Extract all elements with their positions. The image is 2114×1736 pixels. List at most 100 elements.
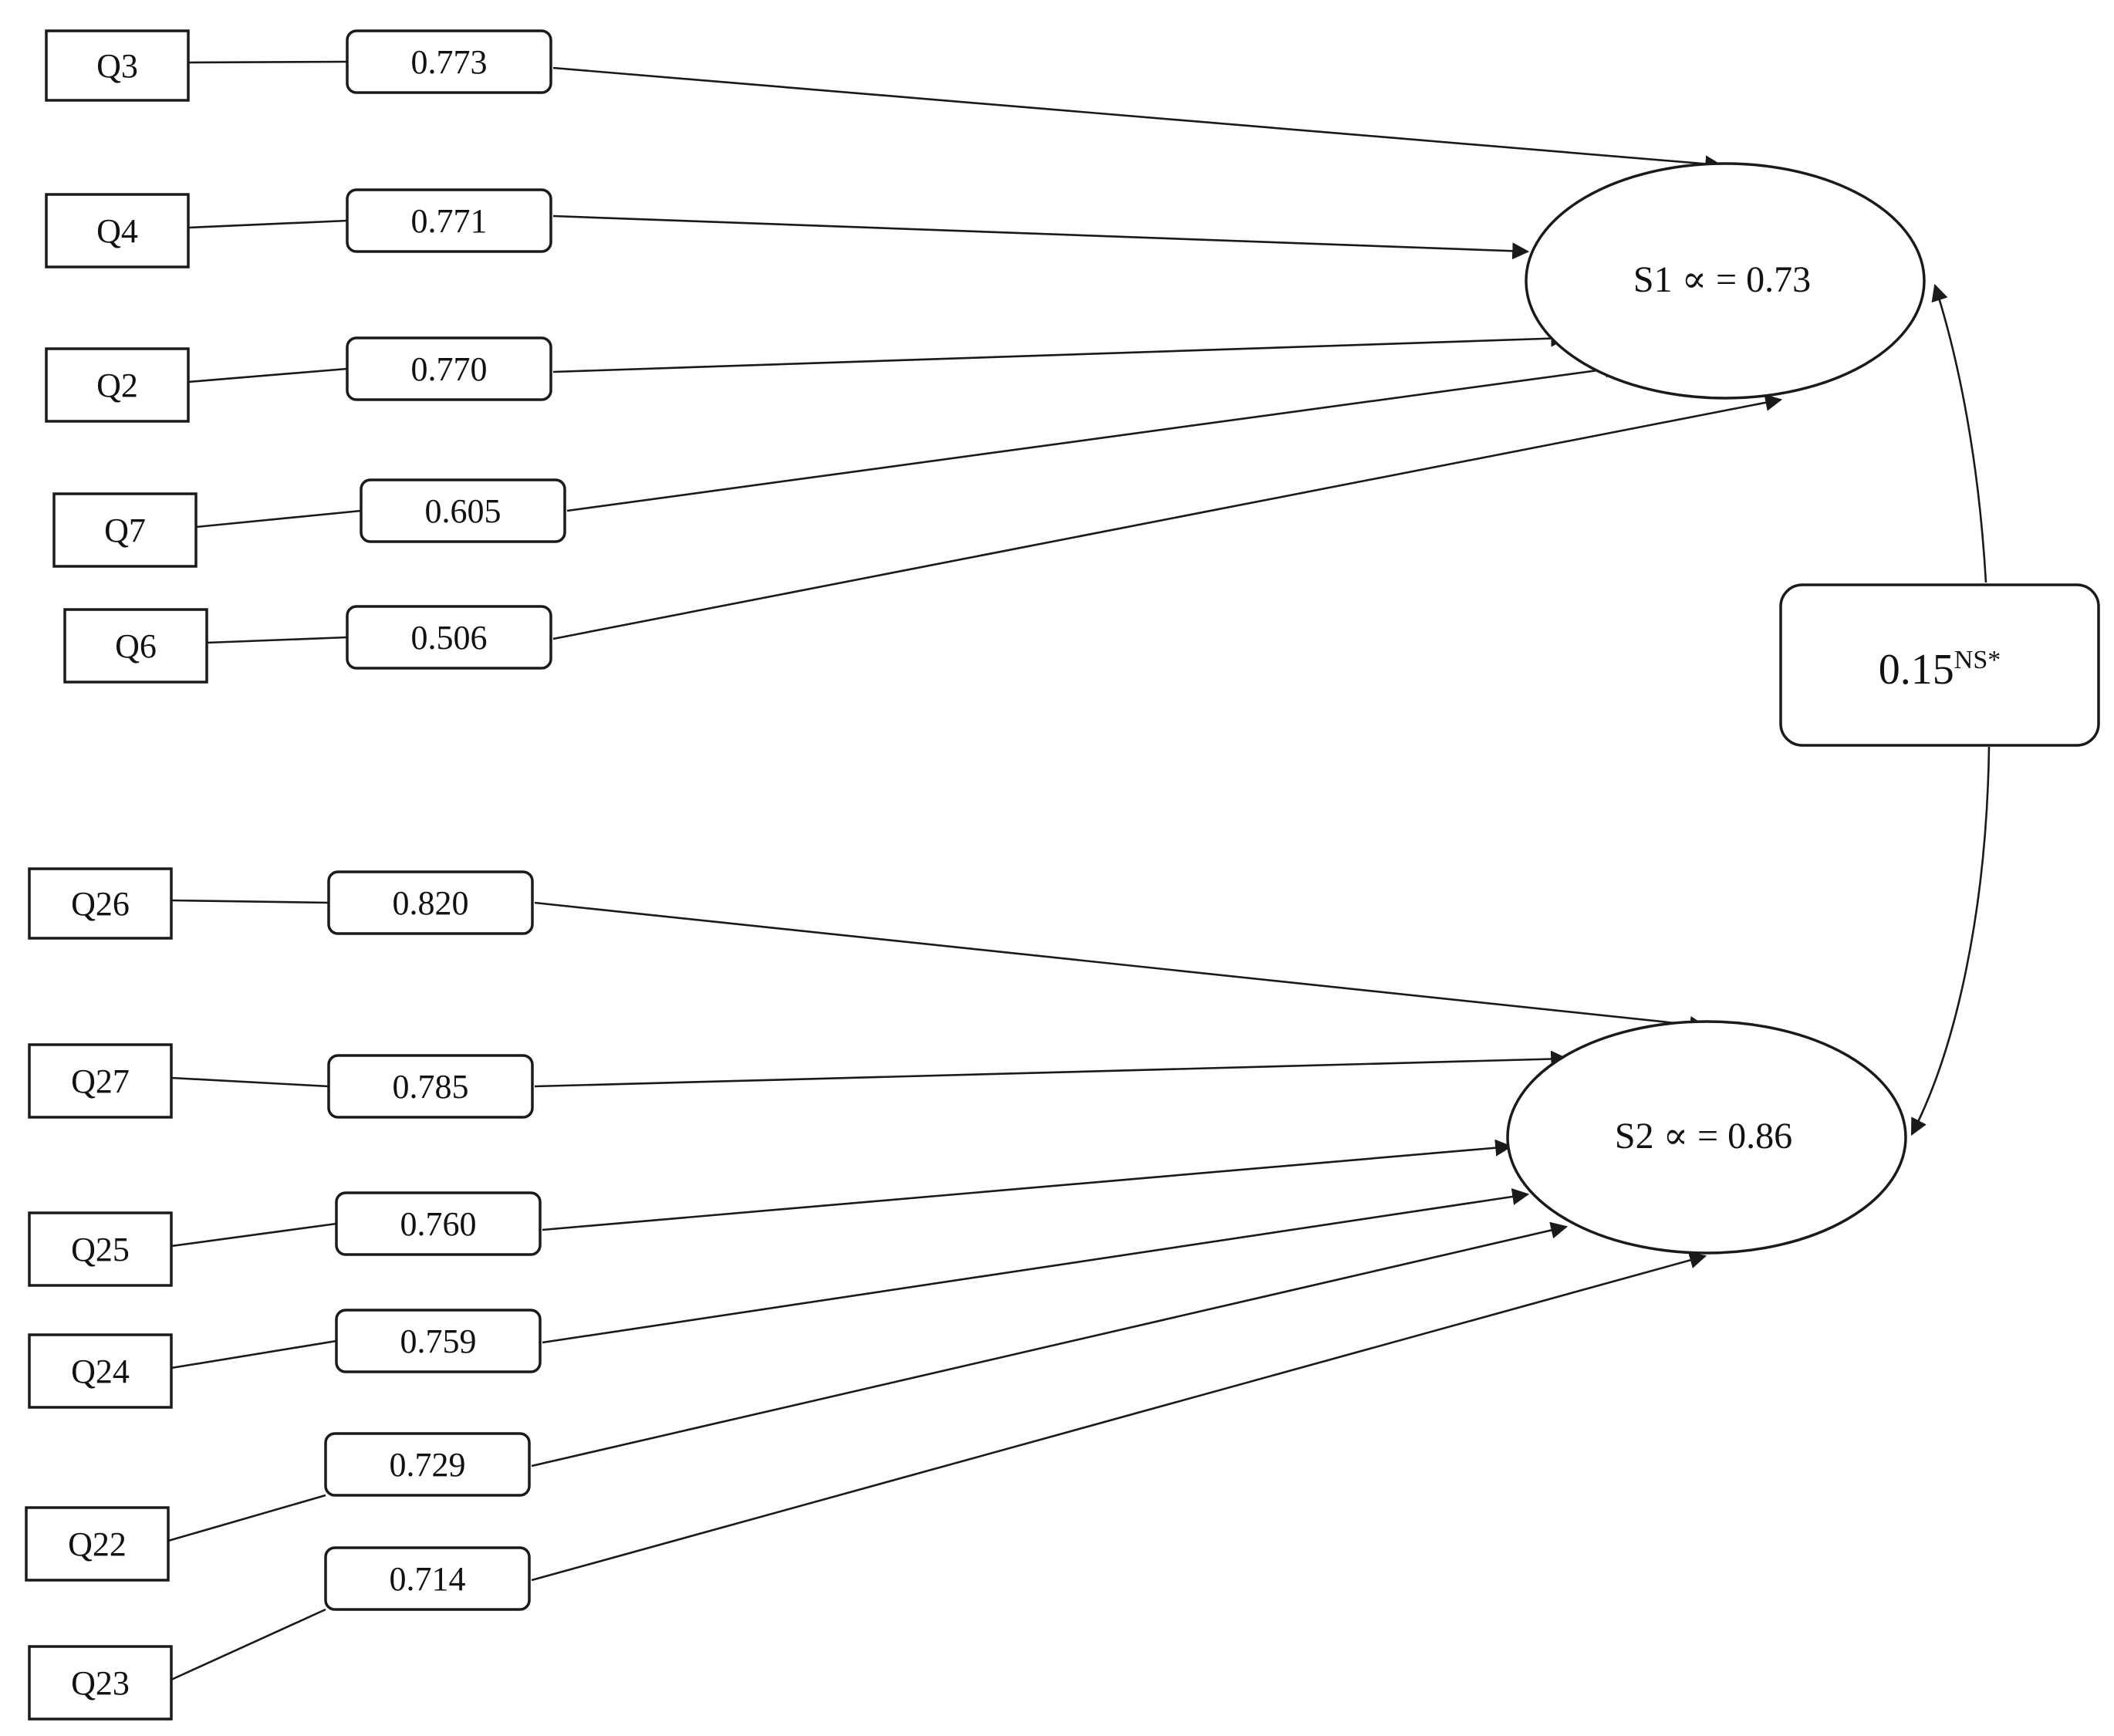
loading-arrow-q22 [531, 1221, 1569, 1467]
loading-value: 0.605 [425, 492, 501, 530]
correlation-value: 0.15 [1879, 646, 1954, 694]
item-box [28, 1645, 173, 1721]
item-connector-q22 [167, 1494, 326, 1542]
loading-q6: 0.506 [346, 605, 552, 670]
item-box [45, 347, 190, 423]
loading-value: 0.506 [411, 619, 488, 657]
loading-box [346, 605, 552, 670]
item-connector-q6 [206, 636, 348, 644]
loading-value: 0.785 [393, 1068, 469, 1106]
item-q27: Q27 [28, 1043, 173, 1119]
loading-box [324, 1546, 531, 1611]
item-label: Q4 [96, 212, 138, 250]
loading-arrow-q26 [534, 901, 1707, 1033]
item-box [52, 492, 198, 568]
loading-arrow-q23 [531, 1251, 1707, 1582]
item-connector-q25 [171, 1222, 337, 1248]
correlation-significance: NS* [1954, 646, 2001, 674]
loading-value: 0.729 [390, 1446, 466, 1484]
item-connector-q24 [171, 1339, 337, 1370]
item-label: Q3 [96, 47, 138, 85]
item-box [28, 1211, 173, 1287]
loading-arrow-q24 [542, 1188, 1530, 1344]
loading-q25: 0.760 [335, 1191, 542, 1256]
item-q6: Q6 [63, 608, 208, 684]
loading-value: 0.770 [411, 350, 488, 388]
item-connector-q7 [195, 509, 362, 529]
item-connector-q4 [187, 219, 348, 229]
item-q23: Q23 [28, 1645, 173, 1721]
loading-box [335, 1309, 542, 1373]
loading-arrow-q25 [542, 1139, 1513, 1231]
item-box [63, 608, 208, 684]
loading-arrow-q27 [534, 1050, 1569, 1088]
item-box [28, 867, 173, 940]
item-connector-q26 [171, 899, 329, 904]
item-q7: Q7 [52, 492, 198, 568]
loading-q3: 0.773 [346, 29, 552, 94]
factor-s2-label: S2 ∝ = 0.86 [1615, 1116, 1792, 1157]
factor-s1-ellipse [1525, 162, 1926, 400]
item-box [45, 29, 190, 102]
item-box [45, 193, 190, 269]
item-connector-q2 [187, 367, 348, 383]
loading-q24: 0.759 [335, 1309, 542, 1373]
loading-value: 0.759 [400, 1322, 477, 1360]
item-q3: Q3 [45, 29, 190, 102]
correlation-label: 0.15NS* [1879, 646, 2001, 694]
item-box [25, 1506, 170, 1582]
correlation-box [1779, 583, 2100, 747]
loading-q7: 0.605 [360, 478, 566, 543]
item-q4: Q4 [45, 193, 190, 269]
item-q25: Q25 [28, 1211, 173, 1287]
loading-box [346, 336, 552, 401]
loading-arrow-q4 [552, 214, 1530, 260]
loading-q2: 0.770 [346, 336, 552, 401]
loading-box [335, 1191, 542, 1256]
item-q2: Q2 [45, 347, 190, 423]
loading-q23: 0.714 [324, 1546, 531, 1611]
loading-q27: 0.785 [327, 1054, 534, 1119]
item-label: Q22 [68, 1525, 127, 1563]
loading-box [324, 1432, 531, 1497]
loading-arrow-q2 [552, 329, 1569, 373]
loading-box [346, 29, 552, 94]
item-label: Q27 [71, 1062, 130, 1100]
factor-s2: S2 ∝ = 0.86 [1506, 1020, 1907, 1255]
factor-s1: S1 ∝ = 0.73 [1525, 162, 1926, 400]
correlation-arc-upper [1931, 283, 1987, 583]
loading-box [327, 1054, 534, 1119]
factor-correlation: 0.15NS* [1779, 283, 2100, 1136]
correlation-arc-lower [1910, 746, 1991, 1136]
item-q24: Q24 [28, 1333, 173, 1409]
loading-q22: 0.729 [324, 1432, 531, 1497]
loading-box [346, 188, 552, 253]
item-box [28, 1043, 173, 1119]
loading-value: 0.714 [390, 1560, 466, 1598]
factor-s1-label: S1 ∝ = 0.73 [1633, 259, 1811, 300]
item-connector-q27 [171, 1076, 329, 1088]
loading-arrow-q3 [552, 66, 1723, 173]
loading-arrow-q7 [566, 360, 1623, 512]
item-label: Q6 [115, 627, 157, 665]
item-box [28, 1333, 173, 1409]
item-q22: Q22 [25, 1506, 170, 1582]
loading-value: 0.771 [411, 202, 488, 240]
loading-box [360, 478, 566, 543]
loading-value: 0.760 [400, 1205, 477, 1243]
item-label: Q7 [104, 512, 146, 549]
item-label: Q2 [96, 366, 138, 404]
item-connector-q23 [171, 1608, 326, 1681]
loading-q26: 0.820 [327, 870, 534, 935]
item-label: Q26 [71, 885, 130, 923]
item-label: Q23 [71, 1664, 130, 1702]
loading-q4: 0.771 [346, 188, 552, 253]
factor-s2-ellipse [1506, 1020, 1907, 1255]
loading-box [327, 870, 534, 935]
loading-value: 0.773 [411, 43, 488, 81]
loading-value: 0.820 [393, 884, 469, 922]
loading-arrow-q6 [552, 393, 1783, 640]
item-q26: Q26 [28, 867, 173, 940]
